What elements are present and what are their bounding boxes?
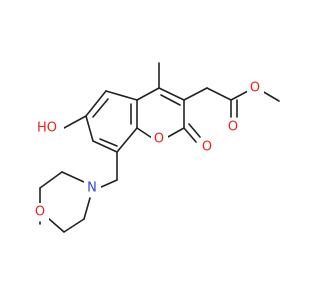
ring-oxygen-label: O [154,132,164,147]
bond-c2-carbonyl-o-second [188,123,201,138]
ring-oxygen-label-background [151,130,168,148]
bond-c5-c6 [85,90,107,117]
bond-c4a-c4 [136,87,160,101]
bond-n-ring-upper [61,171,85,183]
bond-ester-c-o-single [230,90,249,101]
structure-diagram: HO O O O O N O [32,62,280,233]
bond-n-ring-lower [83,197,91,220]
bond-c4-c3 [158,87,185,101]
bond-layer [39,62,280,233]
bond-ring-upper-left [39,171,63,189]
bond-ch2-ester-c [206,87,232,101]
carbonyl-oxygen-label: O [202,140,212,155]
ester-oxygen-label-background [247,79,264,97]
hydroxyl-label: HO [37,121,57,136]
ester-carbonyl-oxygen-label-background [225,118,242,136]
morpholine-oxygen-label-background [32,203,49,221]
molecule-canvas: HO O O O O N O [32,62,280,233]
morpholine-nitrogen-label: N [87,181,97,196]
ester-oxygen-label: O [250,81,260,96]
bond-c7-c8-inner [99,138,118,147]
hydroxyl-label-background [32,117,64,139]
bond-o1-c8a [136,127,153,139]
bond-c4-c3-inner [160,94,181,106]
morpholine-nitrogen-label-background [84,179,101,197]
bond-c4a-c5 [105,90,138,101]
bond-c7-c8 [92,140,118,153]
carbonyl-oxygen-label-background [199,138,216,156]
bond-c2-o1 [165,127,185,139]
bond-c2-carbonyl-o [183,127,197,143]
atom-label-layer: HO O O O O N O [32,79,264,221]
bond-ester-o-methyl [261,90,280,102]
bond-c6-hydroxyl [63,115,87,129]
morpholine-oxygen-label: O [35,205,45,220]
bond-c5-c6-inner [92,98,109,118]
bond-ring-lower-n [63,218,85,233]
bond-ch2-n [98,179,118,189]
bond-c8-c8a [116,127,138,153]
ester-carbonyl-oxygen-label: O [228,120,238,135]
bond-c6-c7 [85,115,94,142]
bond-c3-ch2 [183,87,208,101]
bond-ring-lower-left [47,217,65,233]
